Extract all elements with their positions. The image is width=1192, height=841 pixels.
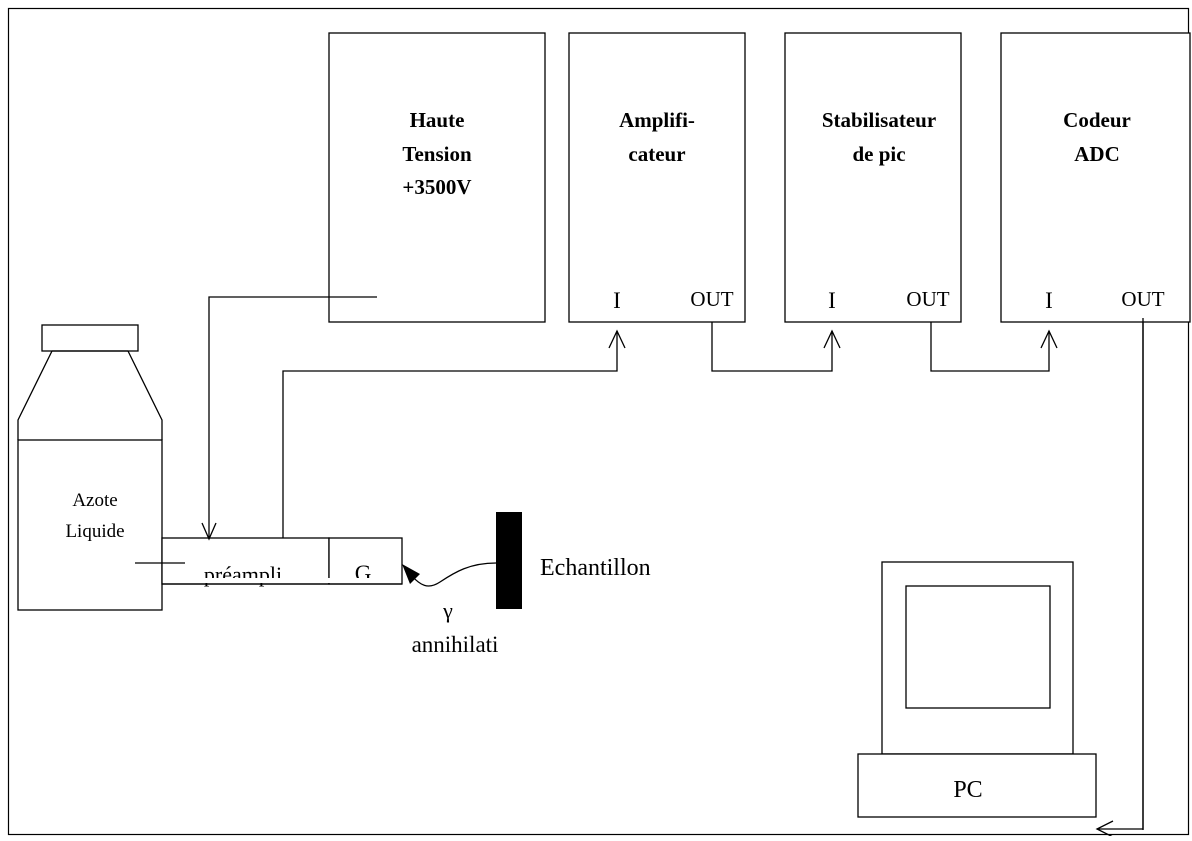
arrow-codeur-in	[1040, 329, 1058, 349]
dewar-body	[17, 439, 163, 611]
dewar-label-1: Azote	[72, 490, 117, 511]
gamma-ray: γ annihilati	[402, 562, 499, 657]
dewar-azote: Azote Liquide	[17, 324, 200, 611]
gamma-symbol: γ	[442, 598, 453, 623]
stabilisateur-module: Stabilisateur de pic I OUT	[784, 32, 962, 323]
gamma-wave	[411, 562, 497, 587]
wire-amp-to-stab	[711, 322, 833, 372]
gamma-arrowhead	[402, 564, 420, 584]
arrow-pc-in	[1095, 820, 1114, 838]
arrow-amp-in	[608, 329, 626, 349]
amplificateur-module: Amplifi- cateur I OUT	[568, 32, 746, 323]
stabilisateur-output-label: OUT	[906, 287, 949, 311]
diagram-frame	[7, 7, 1190, 836]
wire-codeur-to-pc-h	[1097, 318, 1144, 830]
preampli-label: préampli	[204, 562, 282, 587]
pc-screen	[905, 585, 1051, 709]
codeur-adc-output-label: OUT	[1121, 287, 1164, 311]
amplificateur-label-2: cateur	[628, 142, 685, 166]
wire-hv-to-preampli	[208, 296, 377, 539]
dewar-shoulder	[17, 350, 163, 440]
pc-base	[857, 753, 1097, 818]
wire-stab-to-codeur	[930, 322, 1050, 372]
haute-tension-module: Haute Tension +3500V	[328, 32, 546, 323]
codeur-adc-input-label: I	[1045, 288, 1053, 313]
haute-tension-label-2: Tension	[402, 142, 472, 166]
wire-preampli-to-amp	[282, 331, 618, 538]
sample-group: Echantillon	[496, 512, 651, 609]
arrow-hv-preampli	[201, 522, 217, 541]
preampli-box	[161, 537, 330, 585]
gamma-label: annihilati	[412, 632, 499, 657]
amplificateur-label-1: Amplifi-	[619, 108, 695, 132]
amplificateur-output-label: OUT	[690, 287, 733, 311]
stabilisateur-label-2: de pic	[852, 142, 905, 166]
detector-assembly: préampli G	[161, 537, 403, 587]
haute-tension-label-1: Haute	[410, 108, 465, 132]
stabilisateur-box	[784, 32, 962, 323]
amplificateur-box	[568, 32, 746, 323]
codeur-adc-module: Codeur ADC I OUT	[1000, 32, 1191, 323]
codeur-adc-box	[1000, 32, 1191, 323]
pc-label: PC	[953, 777, 982, 803]
haute-tension-box	[328, 32, 546, 323]
codeur-adc-label-1: Codeur	[1063, 108, 1131, 132]
pc-computer: PC	[857, 561, 1097, 818]
preampli-bottom-edge	[163, 578, 401, 583]
amplificateur-input-label: I	[613, 288, 621, 313]
dewar-label-2: Liquide	[65, 521, 124, 542]
sample-bar	[496, 512, 522, 609]
dewar-cap	[41, 324, 139, 352]
sample-label: Echantillon	[540, 555, 651, 581]
codeur-adc-label-2: ADC	[1074, 142, 1120, 166]
pc-label-mask	[990, 776, 1000, 802]
arrow-stab-in	[823, 329, 841, 349]
haute-tension-label-3: +3500V	[402, 175, 471, 199]
wiring	[201, 296, 1144, 838]
stabilisateur-label-1: Stabilisateur	[822, 108, 936, 132]
stabilisateur-input-label: I	[828, 288, 836, 313]
